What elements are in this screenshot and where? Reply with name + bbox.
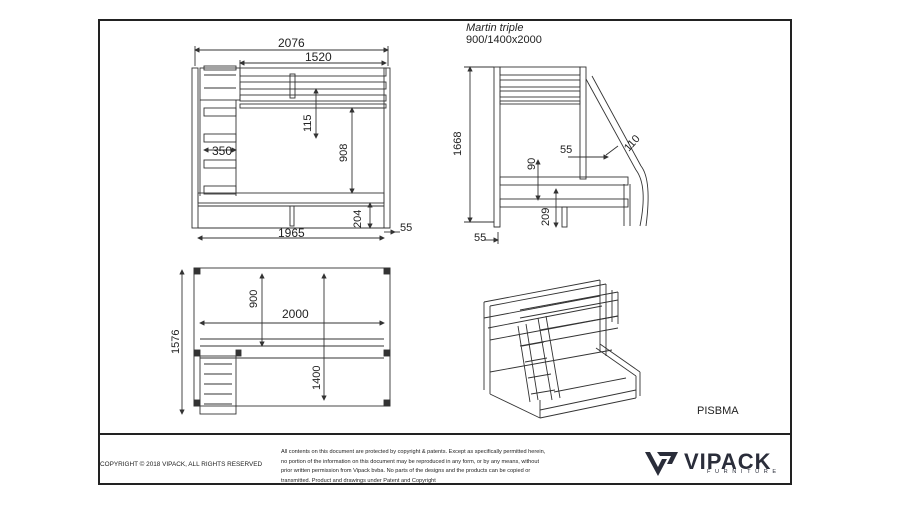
dim-front-foot-offset: 55 — [400, 222, 413, 234]
footer-divider — [98, 433, 792, 435]
drawing-sheet-frame — [98, 19, 792, 485]
dim-plan-top-width: 900 — [248, 289, 260, 308]
dim-side-base-offset: 55 — [474, 232, 487, 244]
brand-name: VIPACK — [684, 449, 772, 474]
dim-side-total-height: 1668 — [452, 131, 464, 156]
front-view — [191, 46, 400, 241]
legal-line: no portion of the information on this do… — [281, 458, 540, 465]
dim-front-ladder-width: 350 — [212, 144, 233, 158]
legal-line: prior written permission from Vipack bvb… — [281, 468, 531, 474]
legal-line: transmitted. Product and drawings under … — [281, 477, 436, 484]
dim-front-bottom-clearance: 204 — [352, 209, 364, 228]
dim-plan-bottom-width: 1400 — [311, 365, 323, 390]
product-code: PISBMA — [697, 405, 739, 417]
dim-side-lower-clearance: 209 — [540, 207, 552, 226]
model-size: 900/1400x2000 — [466, 34, 542, 46]
dim-plan-total-depth: 1576 — [170, 329, 182, 354]
brand-subtitle: FURNITURE — [707, 469, 781, 475]
vipack-logo-mark — [645, 452, 678, 476]
plan-view — [179, 267, 391, 415]
copyright-text: COPYRIGHT © 2018 VIPACK, ALL RIGHTS RESE… — [100, 461, 263, 468]
dim-front-base-width: 1965 — [278, 226, 305, 240]
legal-notice: All contents on this document are protec… — [281, 448, 621, 486]
model-name: Martin triple — [466, 22, 524, 34]
dim-side-post-offset: 55 — [560, 144, 573, 156]
side-view — [464, 66, 649, 244]
dim-front-overall-width: 2076 — [278, 36, 305, 50]
isometric-view — [483, 279, 641, 419]
dim-front-rail-width: 1520 — [305, 50, 332, 64]
dim-front-bunk-height: 908 — [338, 143, 350, 162]
dim-side-rail-gap: 90 — [526, 157, 538, 170]
dim-plan-length: 2000 — [282, 307, 309, 321]
dim-front-guard-gap: 115 — [302, 114, 314, 132]
legal-line: All contents on this document are protec… — [281, 449, 546, 455]
